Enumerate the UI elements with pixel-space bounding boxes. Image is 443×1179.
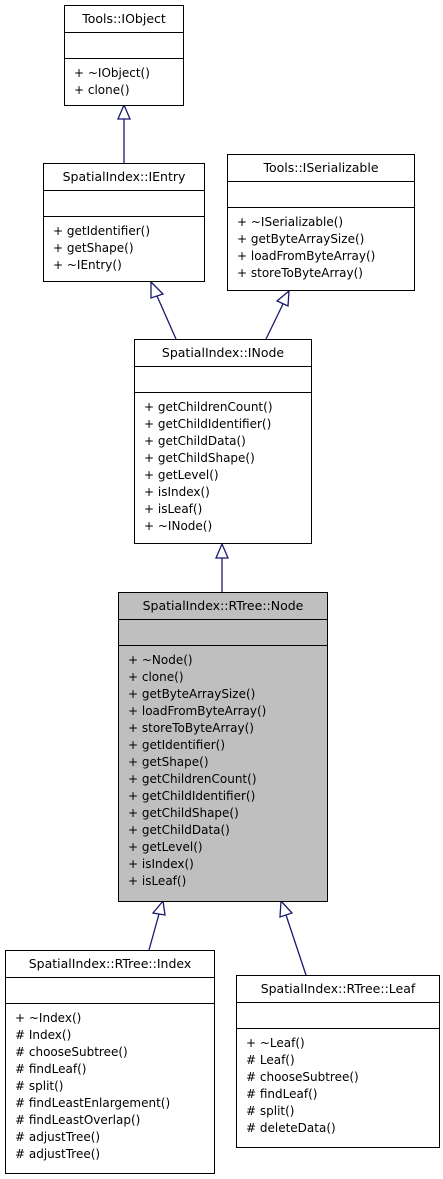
class-operation: # findLeaf() <box>246 1087 318 1101</box>
class-operation: + getChildIdentifier() <box>144 417 272 431</box>
class-operation: + getChildShape() <box>144 451 255 465</box>
class-operation: + ~Index() <box>15 1011 82 1025</box>
edge-inode-ientry <box>156 295 177 340</box>
class-operation: + getChildrenCount() <box>144 400 273 414</box>
class-operation: # Leaf() <box>246 1053 295 1067</box>
class-operation: + clone() <box>128 670 184 684</box>
arrowhead-ientry <box>150 280 165 299</box>
class-operation: + getChildShape() <box>128 806 239 820</box>
arrowhead-iserializable <box>275 289 290 307</box>
class-operation: + storeToByteArray() <box>128 721 254 735</box>
class-operation: + isIndex() <box>128 857 194 871</box>
class-operations: + ~IObject() + clone() <box>65 59 183 99</box>
class-operation: + getShape() <box>128 755 209 769</box>
class-operation: # Index() <box>15 1028 72 1042</box>
class-attributes <box>135 367 311 393</box>
arrowhead-iobject <box>117 103 131 120</box>
class-attributes <box>237 1003 439 1029</box>
arrowhead-inode <box>215 542 229 559</box>
class-attributes <box>6 978 214 1004</box>
class-operation: + isLeaf() <box>128 874 187 888</box>
class-attributes <box>44 191 204 217</box>
class-box-inode[interactable]: SpatialIndex::INode + getChildrenCount()… <box>134 339 312 544</box>
class-operation: + clone() <box>74 83 130 97</box>
class-operation: # chooseSubtree() <box>15 1045 128 1059</box>
class-name: SpatialIndex::RTree::Node <box>119 593 327 620</box>
arrowhead-node-from-index <box>151 899 166 916</box>
class-name: SpatialIndex::IEntry <box>44 164 204 191</box>
class-operation: + loadFromByteArray() <box>237 249 376 263</box>
class-operations: + ~ISerializable() + getByteArraySize() + … <box>228 208 414 282</box>
class-operation: # deleteData() <box>246 1121 336 1135</box>
edge-index-node <box>148 913 160 951</box>
class-operation: + getChildrenCount() <box>128 772 257 786</box>
class-operation: # findLeaf() <box>15 1062 87 1076</box>
class-operation: # findLeastEnlargement() <box>15 1096 171 1110</box>
class-attributes <box>65 33 183 59</box>
class-operation: + loadFromByteArray() <box>128 704 267 718</box>
class-operation: # chooseSubtree() <box>246 1070 359 1084</box>
class-operation: # adjustTree() <box>15 1130 101 1144</box>
class-box-leaf[interactable]: SpatialIndex::RTree::Leaf + ~Leaf()# Lea… <box>236 975 440 1148</box>
class-operation: # adjustTree() <box>15 1147 101 1161</box>
class-operation: + getShape() <box>53 241 134 255</box>
class-operation: + ~INode() <box>144 519 213 533</box>
class-box-iobject[interactable]: Tools::IObject + ~IObject()+ clone() <box>64 5 184 106</box>
class-operation: # findLeastOverlap() <box>15 1113 141 1127</box>
class-operation: + ~ISerializable() <box>237 215 344 229</box>
edge-leaf-node <box>285 914 307 976</box>
class-name: SpatialIndex::INode <box>135 340 311 367</box>
class-operations: + ~Node() + clone() + getByteArraySize() + … <box>119 646 327 890</box>
class-operation: + getLevel() <box>128 840 203 854</box>
class-operation: + ~IObject() <box>74 66 150 80</box>
class-operations: + getChildrenCount() + getChildIdentifier… <box>135 393 311 535</box>
class-operation: + ~Node() <box>128 653 193 667</box>
class-name: SpatialIndex::RTree::Leaf <box>237 976 439 1003</box>
class-operation: + getChildData() <box>128 823 230 837</box>
class-box-iserializable[interactable]: Tools::ISerializable + ~ISerializable()+… <box>227 154 415 291</box>
class-name: Tools::IObject <box>65 6 183 33</box>
class-operation: + getChildIdentifier() <box>128 789 256 803</box>
class-name: Tools::ISerializable <box>228 155 414 182</box>
class-operation: + getLevel() <box>144 468 219 482</box>
class-attributes <box>228 182 414 208</box>
class-box-node[interactable]: SpatialIndex::RTree::Node + ~Node()+ clo… <box>118 592 328 902</box>
class-operation: + ~Leaf() <box>246 1036 305 1050</box>
class-operation: + getByteArraySize() <box>237 232 365 246</box>
class-box-ientry[interactable]: SpatialIndex::IEntry + getIdentifier()+ … <box>43 163 205 282</box>
class-operations: + ~Leaf() # Leaf() # chooseSubtree() # find… <box>237 1029 439 1137</box>
class-operation: # split() <box>246 1104 295 1118</box>
class-operations: + ~Index() # Index() # chooseSubtree() # fi… <box>6 1004 214 1163</box>
class-operation: + storeToByteArray() <box>237 266 363 280</box>
class-operation: + getChildData() <box>144 434 246 448</box>
class-operation: + getByteArraySize() <box>128 687 256 701</box>
edge-inode-iserializable <box>265 303 284 340</box>
arrowhead-node-from-leaf <box>279 899 294 918</box>
class-operations: + getIdentifier() + getShape() + ~IEntry() <box>44 217 204 274</box>
class-operation: + isLeaf() <box>144 502 203 516</box>
class-name: SpatialIndex::RTree::Index <box>6 951 214 978</box>
class-operation: # split() <box>15 1079 64 1093</box>
class-operation: + ~IEntry() <box>53 258 122 272</box>
class-attributes <box>119 620 327 646</box>
class-operation: + getIdentifier() <box>53 224 150 238</box>
class-operation: + isIndex() <box>144 485 210 499</box>
class-box-index[interactable]: SpatialIndex::RTree::Index + ~Index()# I… <box>5 950 215 1174</box>
class-operation: + getIdentifier() <box>128 738 225 752</box>
